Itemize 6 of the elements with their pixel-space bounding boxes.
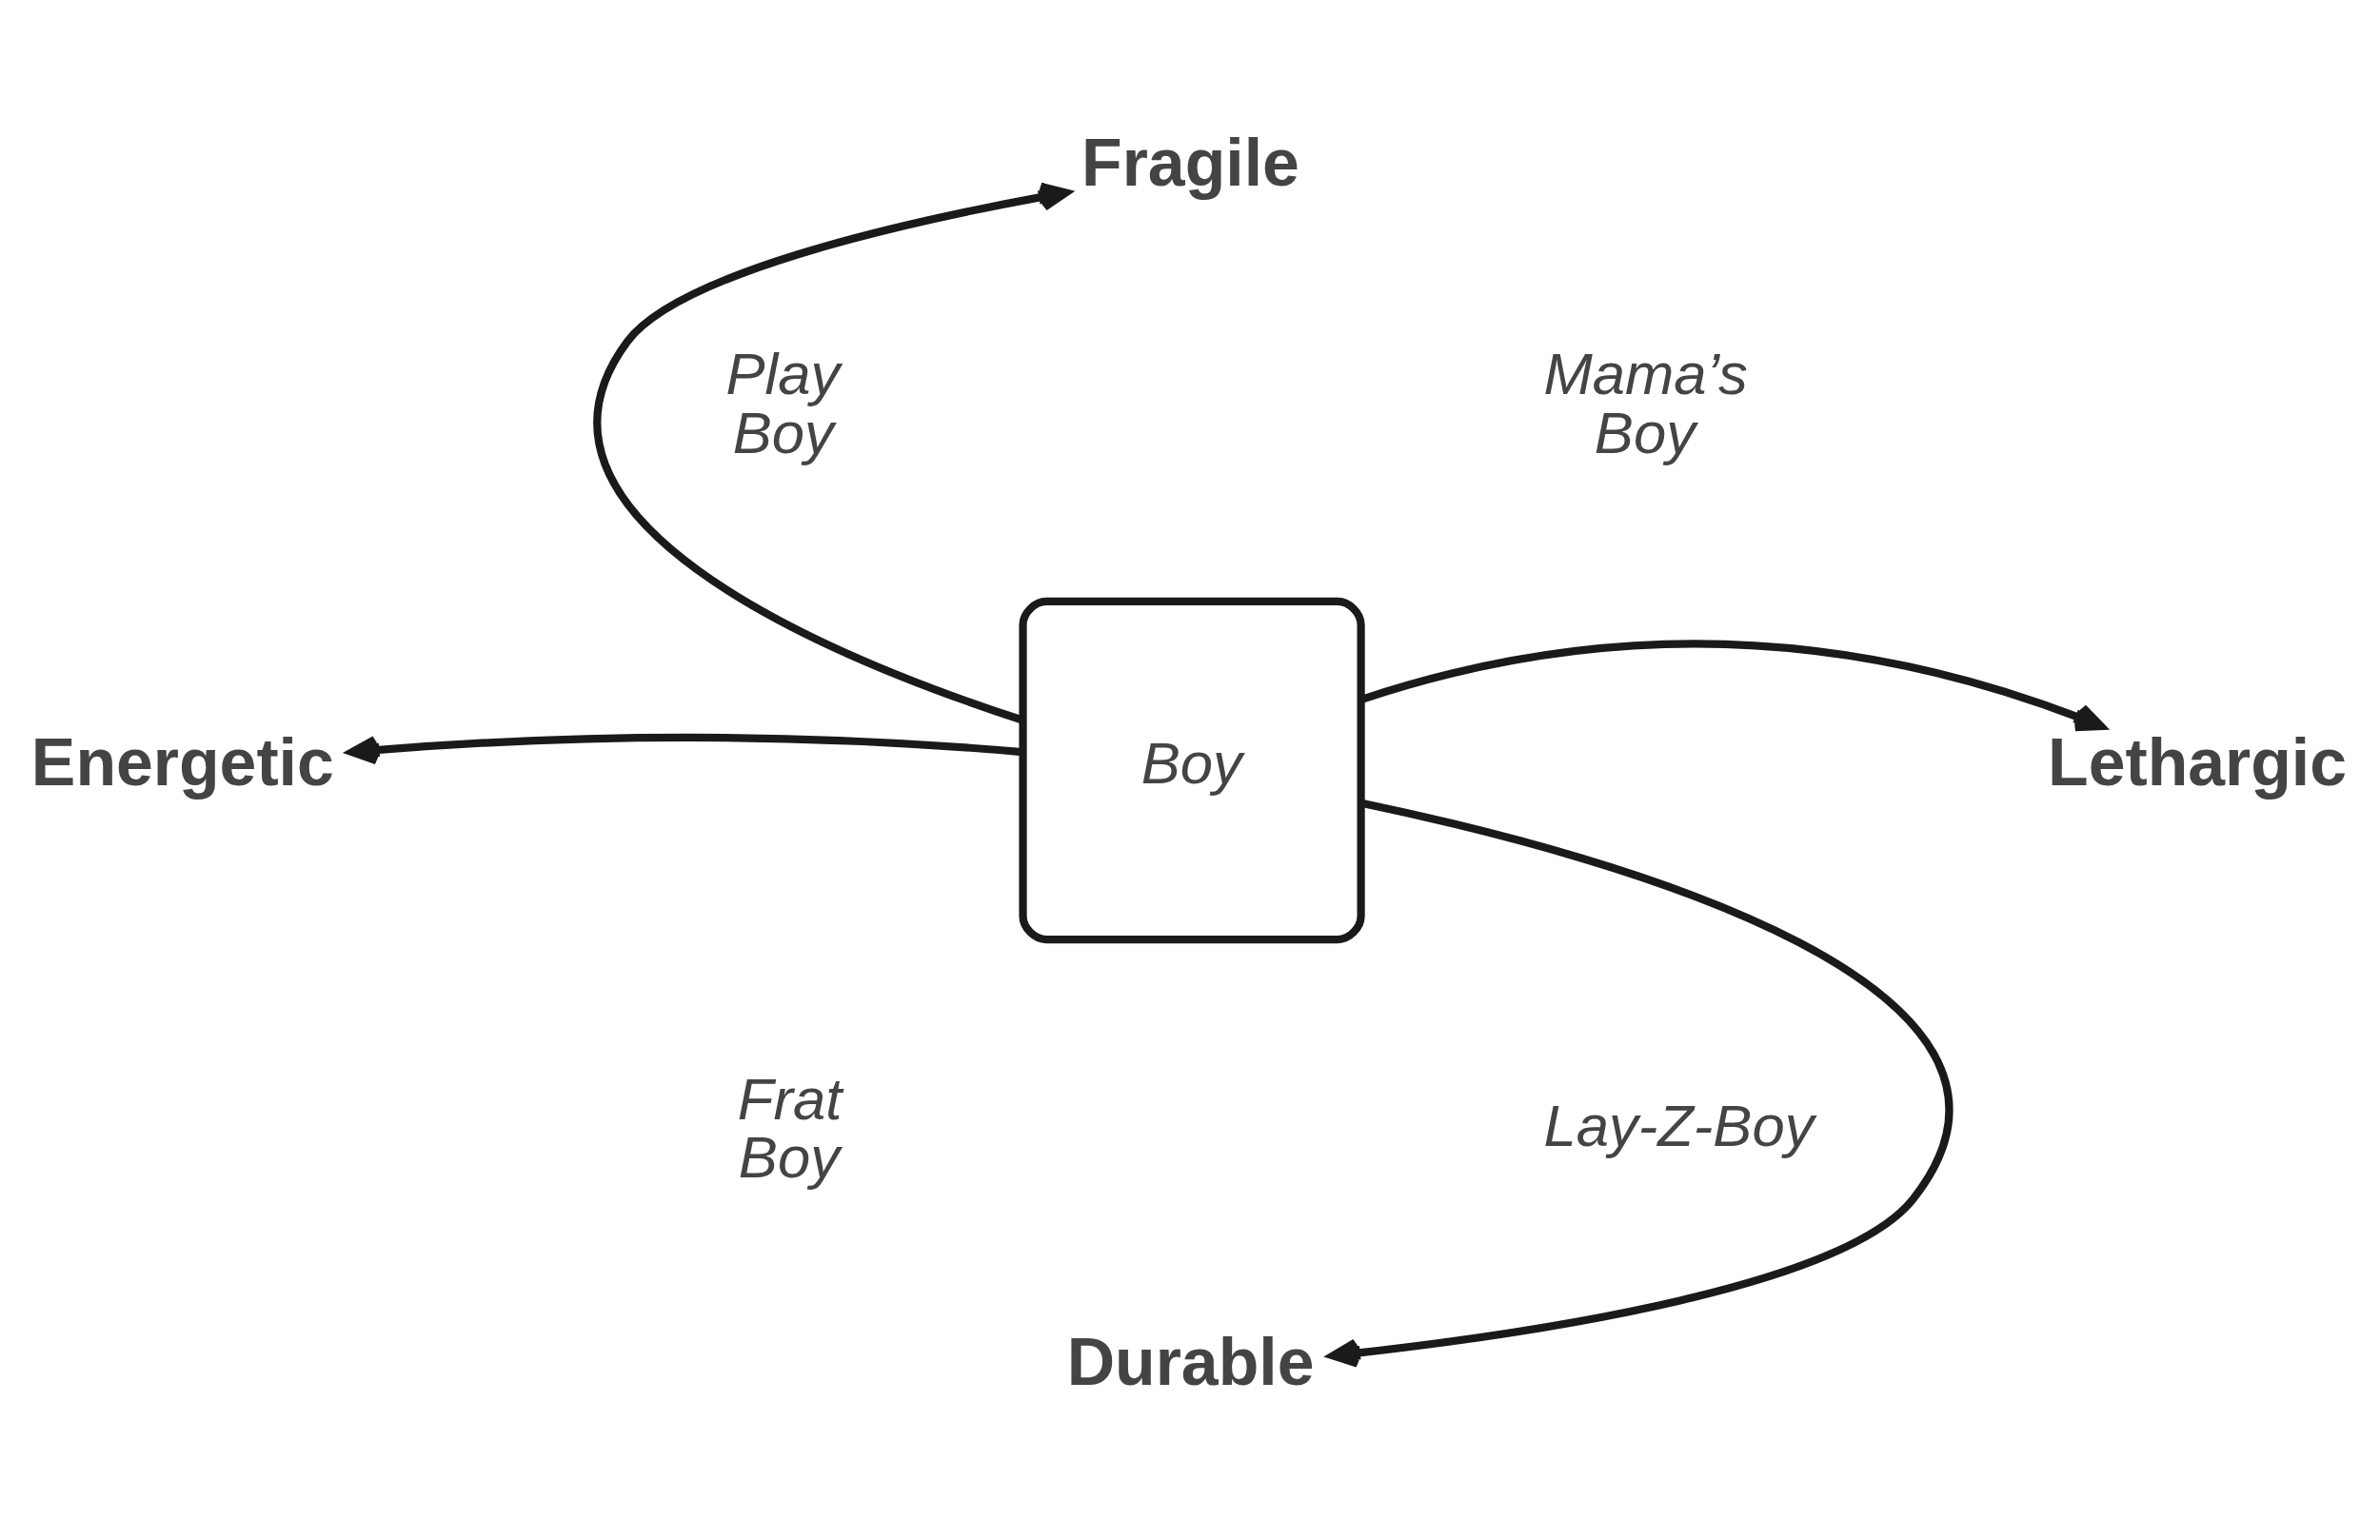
- label: Mama’s Boy: [1543, 340, 1748, 465]
- node-text: Durable: [1066, 1324, 1315, 1399]
- label: Frat Boy: [737, 1065, 843, 1190]
- node-text: Fragile: [1081, 125, 1299, 200]
- node-text: Energetic: [30, 724, 334, 800]
- node-text: Lethargic: [2048, 724, 2348, 800]
